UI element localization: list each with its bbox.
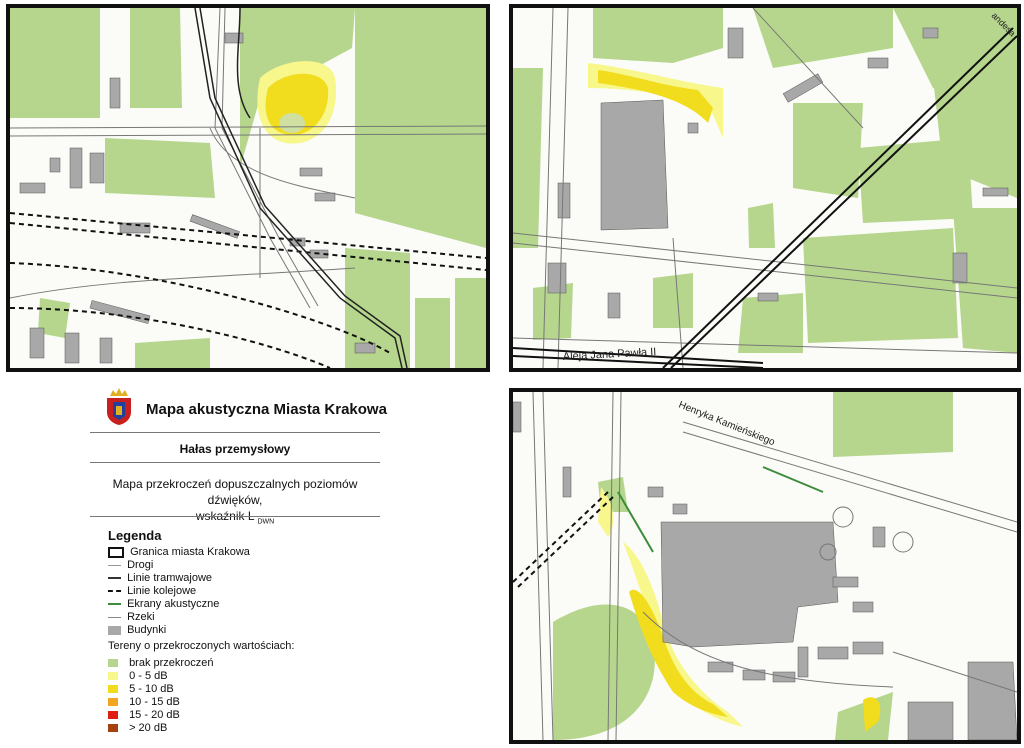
map-subtitle: Hałas przemysłowy [179,442,291,456]
tram-lines [194,8,408,368]
legend-item-railway: Linie kolejowe [108,585,196,598]
map-panel-southeast[interactable]: Henryka Kamieńskiego [509,388,1021,744]
color-swatch [108,724,118,733]
divider [90,432,380,433]
color-swatch [108,685,118,694]
roads [532,392,1017,740]
map-canvas[interactable] [10,8,486,368]
legend-title: Legenda [108,528,162,543]
map-canvas[interactable]: Henryka Kamieńskiego [513,392,1017,740]
divider [90,462,380,463]
legend-item-rivers: Rzeki [108,611,155,624]
city-boundary-icon [108,546,124,558]
river-icon [108,616,121,618]
divider [90,516,380,517]
tram-lines [513,27,1017,368]
legend-item-buildings: Budynki [108,624,166,637]
color-swatch [108,672,118,681]
color-swatch [108,711,118,720]
legend-item-roads: Drogi [108,559,153,572]
legend-class-2: 5 - 10 dB [108,683,174,696]
acoustic-screens [617,466,824,553]
legend-areas-heading: Tereny o przekroczonych wartościach: [108,640,295,652]
map-canvas[interactable]: Aleja Jana Pawła II andesa [513,8,1017,368]
map-description: Mapa przekroczeń dopuszczalnych poziomów… [90,476,380,530]
acoustic-screen-icon [108,603,121,606]
noise-zone [588,63,723,138]
map-panel-northwest[interactable] [6,4,490,372]
map-panel-northeast[interactable]: Aleja Jana Pawła II andesa [509,4,1021,372]
map-title: Mapa akustyczna Miasta Krakowa [146,401,387,418]
legend-item-boundary: Granica miasta Krakowa [108,546,250,559]
description-subscript: DWN [257,518,275,526]
roads [10,8,486,309]
road-icon [108,564,121,566]
legend-class-0: brak przekroczeń [108,657,213,670]
legend-panel: Mapa akustyczna Miasta Krakowa Hałas prz… [90,380,387,746]
street-label-aleja: Aleja Jana Pawła II [563,346,657,363]
legend-class-4: 15 - 20 dB [108,709,180,722]
green-areas [10,8,486,368]
railways [10,212,486,368]
legend-class-3: 10 - 15 dB [108,696,180,709]
map-title-block: Mapa akustyczna Miasta Krakowa [104,384,387,432]
color-swatch [108,698,118,707]
legend-class-5: > 20 dB [108,722,167,735]
color-swatch [108,659,118,668]
railways [513,491,614,588]
legend-item-screens: Ekrany akustyczne [108,598,219,611]
legend-class-1: 0 - 5 dB [108,670,168,683]
krakow-crest-icon [107,388,131,425]
tram-line-icon [108,577,121,580]
roads [513,8,1017,368]
legend-item-tram: Linie tramwajowe [108,572,212,585]
buildings [547,27,1009,319]
noise-zone [257,61,337,144]
description-line-1: Mapa przekroczeń dopuszczalnych poziomów… [112,477,358,507]
railway-icon [108,590,121,593]
green-areas [513,8,1017,353]
building-icon [108,625,121,635]
